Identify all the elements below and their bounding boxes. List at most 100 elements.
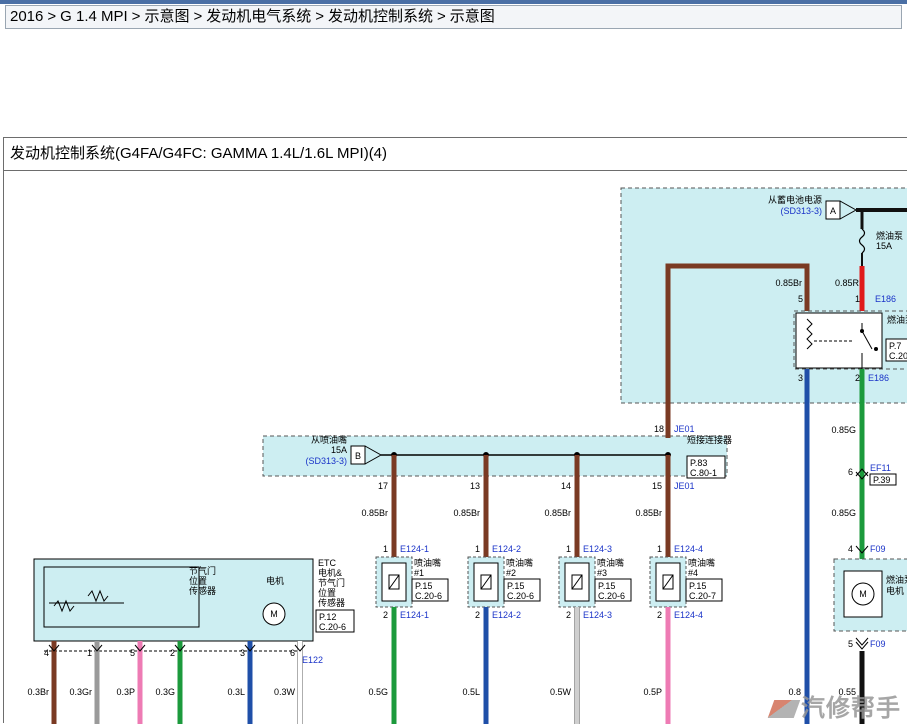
joint-conn-top[interactable]: JE01 [674,424,695,434]
relay-conn-top[interactable]: E186 [875,294,896,304]
etc-title-2: 电机& [318,567,342,578]
joint-conn-15[interactable]: JE01 [674,481,695,491]
etc-pin-chevron [134,644,146,652]
breadcrumb-year[interactable]: 2016 [10,8,44,25]
f09-pin-in: 4 [848,544,853,554]
joint-pin: 15 [652,481,662,491]
breadcrumb-separator: > [437,8,446,25]
injector-output-label: 0.5W [550,687,572,697]
etc-pin: 1 [87,648,92,658]
relay-pin-3: 3 [798,373,803,383]
joint-pin-top: 18 [654,424,664,434]
wiring-diagram[interactable]: 从蓄电池电源 (SD313-3) A 燃油泵 15A 0.85R 1 E186 … [4,171,907,724]
injector-ref-box [594,578,632,602]
f09-conn-out[interactable]: F09 [870,639,886,649]
f09-pin-out: 5 [848,639,853,649]
injector-pin-in: 1 [475,544,480,554]
joint-pin: 17 [378,481,388,491]
injector-pin-out: 2 [383,610,388,620]
etc-wire-label: 0.3P [116,687,135,697]
relay-pin-5: 5 [798,294,803,304]
etc-ref-box [315,609,355,633]
etc-pin-chevron [91,644,103,652]
breadcrumb-engine-control[interactable]: 发动机控制系统 [328,8,434,25]
etc-pin-chevron [174,644,186,652]
joint-cell[interactable]: C.80-1 [690,468,717,478]
f09-out-symbol [855,637,869,650]
injector-feed-label: 0.85Br [361,508,388,518]
injector-conn-in[interactable]: E124-1 [400,544,429,554]
ef11-page[interactable]: P.39 [873,475,890,485]
fuse-pump-symbol [858,228,866,254]
injector-page[interactable]: P.15 [415,581,432,591]
etc-pin-chevron [48,644,60,652]
injector-label: 喷油嘴 [688,557,715,568]
etc-cell[interactable]: C.20-6 [319,622,346,632]
etc-title-3: 节气门 [318,577,345,588]
battery-source-ref[interactable]: (SD313-3) [780,206,822,216]
injector-page[interactable]: P.15 [689,581,706,591]
injector-pin-out: 2 [657,610,662,620]
tps-resistor-1 [53,599,75,613]
injector-feed-label: 0.85Br [635,508,662,518]
joint-label: 短接连接器 [687,434,732,445]
connector-a-pin: A [830,206,836,216]
injector-pin-out: 2 [566,610,571,620]
injector-cell[interactable]: C.20-6 [415,591,442,601]
injector-page[interactable]: P.15 [507,581,524,591]
etc-page[interactable]: P.12 [319,612,336,622]
etc-wire-2: 1 0.3Gr [69,641,103,724]
injector-conn-out[interactable]: E124-1 [400,610,429,620]
etc-wire-5: 30.3L [227,641,256,724]
connector-b-pin: B [355,451,361,461]
injector-cell[interactable]: C.20-6 [507,591,534,601]
breadcrumb-model[interactable]: G 1.4 MPI [60,8,128,25]
tps-label-3: 传感器 [189,585,216,596]
relay-contact-dot [874,347,878,351]
etc-wire-3: 50.3P [116,641,146,724]
injector-conn-in[interactable]: E124-4 [674,544,703,554]
breadcrumb-separator: > [47,8,57,25]
ef11-out-wire-label: 0.85G [831,508,856,518]
etc-motor-label: 电机 [266,575,284,586]
f09-in-symbol [855,545,869,554]
injector-conn-in[interactable]: E124-3 [583,544,612,554]
injector-page[interactable]: P.15 [598,581,615,591]
watermark-text: 汽修帮手 [801,695,901,722]
f09-conn[interactable]: F09 [870,544,886,554]
relay-label: 燃油泵继电器 [887,314,907,325]
injector-conn-in[interactable]: E124-2 [492,544,521,554]
joint-page[interactable]: P.83 [690,458,707,468]
relay-pin-1: 1 [855,294,860,304]
bottom-right-wire-label-2: 0.55 [838,687,856,697]
breadcrumb-current[interactable]: 示意图 [449,8,495,25]
injector-source-label: 从喷油嘴 [311,434,347,445]
etc-motor-symbol [262,602,286,626]
relay-page[interactable]: P.7 [889,341,901,351]
etc-pin-chevron [244,644,256,652]
injector-conn-out[interactable]: E124-3 [583,610,612,620]
breadcrumb-separator: > [193,8,203,25]
breadcrumb-schematics[interactable]: 示意图 [144,8,190,25]
relay-contact-dot [860,329,864,333]
relay-in-wire [665,263,810,438]
breadcrumb-engine-electrical[interactable]: 发动机电气系统 [206,8,312,25]
injector-cell[interactable]: C.20-6 [598,591,625,601]
etc-conn[interactable]: E122 [302,655,323,665]
injector-cell[interactable]: C.20-7 [689,591,716,601]
injector-source-ref[interactable]: (SD313-3) [305,456,347,466]
relay-conn-bottom[interactable]: E186 [868,373,889,383]
tps-resistor-2 [87,589,109,603]
relay-cell[interactable]: C.20 [889,351,907,361]
etc-wire-label: 0.3Gr [69,687,92,697]
ef11-conn[interactable]: EF11 [870,463,891,473]
injector-number: #4 [688,568,698,578]
etc-wire-label: 0.3L [227,687,245,697]
injector-conn-out[interactable]: E124-2 [492,610,521,620]
injector-ref-box [411,578,449,602]
injector-conn-out[interactable]: E124-4 [674,610,703,620]
injector-number: #2 [506,568,516,578]
